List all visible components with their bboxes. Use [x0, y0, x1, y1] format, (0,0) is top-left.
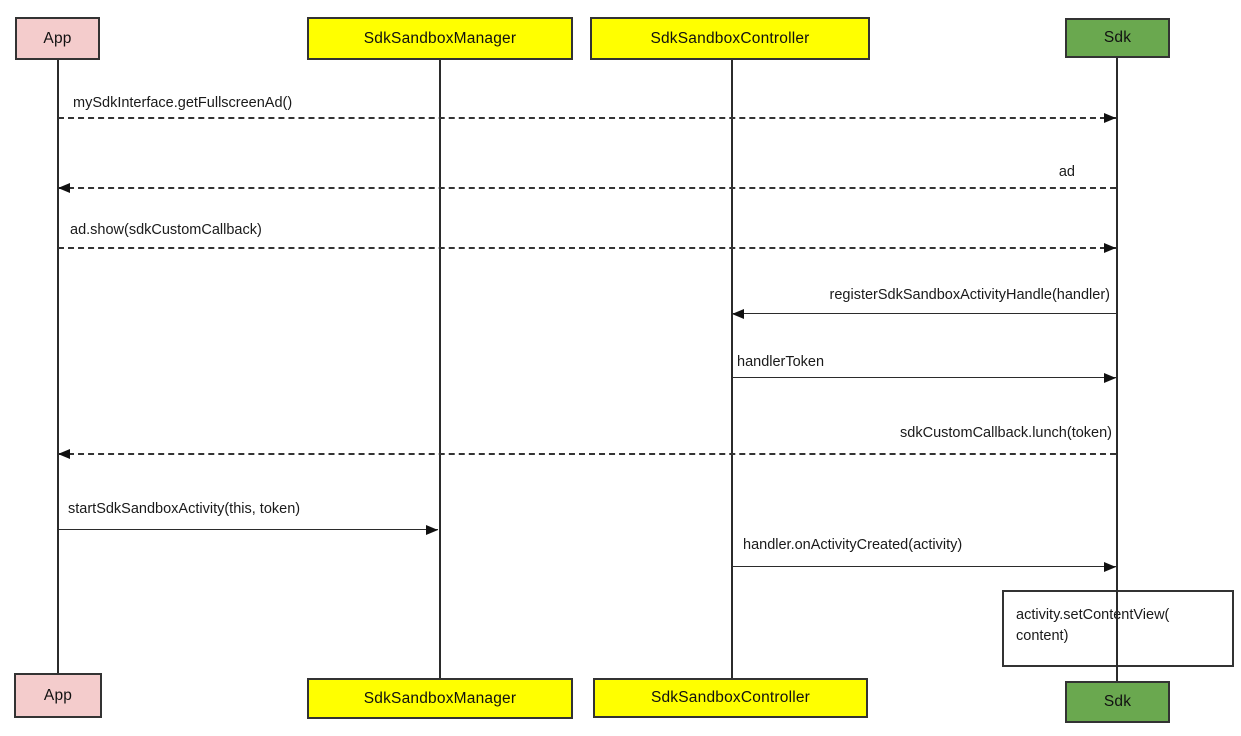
actor-sdk-sandbox-controller-label: SdkSandboxController — [650, 29, 810, 47]
arrowhead-right-icon — [1104, 113, 1116, 123]
actor-sdk-sandbox-controller-bottom: SdkSandboxController — [593, 678, 868, 718]
message-label: mySdkInterface.getFullscreenAd() — [73, 95, 293, 111]
note-line-1: activity.setContentView( — [1016, 607, 1170, 623]
arrowhead-left-icon — [732, 309, 744, 319]
message-label: handler.onActivityCreated(activity) — [743, 537, 963, 553]
arrowhead-left-icon — [58, 449, 70, 459]
lifeline-sdk-sandbox-controller — [731, 59, 733, 678]
actor-sdk-bottom: Sdk — [1065, 681, 1170, 723]
message-label: sdkCustomCallback.lunch(token) — [900, 425, 1112, 441]
arrowhead-right-icon — [426, 525, 438, 535]
actor-app-bottom: App — [14, 673, 102, 718]
message-line — [58, 453, 1116, 455]
lifeline-sdk-sandbox-manager — [439, 59, 441, 678]
message-label: handlerToken — [737, 354, 825, 370]
actor-sdk-sandbox-controller-label: SdkSandboxController — [650, 689, 811, 706]
message-line — [732, 313, 1116, 314]
message-line — [732, 377, 1116, 378]
note-line-2: content) — [1016, 628, 1069, 644]
actor-sdk-label: Sdk — [1103, 693, 1132, 710]
message-line — [58, 247, 1116, 249]
actor-sdk-label: Sdk — [1103, 29, 1132, 46]
message-label: ad.show(sdkCustomCallback) — [70, 222, 262, 238]
message-label: ad — [1058, 164, 1075, 180]
message-label: startSdkSandboxActivity(this, token) — [68, 501, 301, 517]
actor-sdk-sandbox-manager-label: SdkSandboxManager — [363, 29, 517, 47]
message-label: registerSdkSandboxActivityHandle(handler… — [829, 287, 1110, 303]
message-line — [58, 187, 1116, 189]
actor-app-label: App — [43, 686, 73, 704]
actor-app-top: App — [15, 17, 100, 60]
actor-sdk-sandbox-manager-bottom: SdkSandboxManager — [307, 678, 573, 719]
actor-sdk-sandbox-manager-label: SdkSandboxManager — [363, 689, 517, 707]
note-activity-set-content-view: activity.setContentView( content) — [1002, 590, 1234, 667]
arrowhead-right-icon — [1104, 243, 1116, 253]
actor-app-label: App — [43, 29, 72, 47]
actor-sdk-sandbox-manager-top: SdkSandboxManager — [307, 17, 573, 60]
arrowhead-right-icon — [1104, 373, 1116, 383]
lifeline-app — [57, 59, 59, 673]
actor-sdk-sandbox-controller-top: SdkSandboxController — [590, 17, 870, 60]
message-line — [732, 566, 1116, 567]
lifeline-sdk — [1116, 58, 1118, 681]
message-line — [58, 117, 1116, 119]
arrowhead-right-icon — [1104, 562, 1116, 572]
arrowhead-left-icon — [58, 183, 70, 193]
actor-sdk-top: Sdk — [1065, 18, 1170, 58]
message-line — [58, 529, 438, 530]
